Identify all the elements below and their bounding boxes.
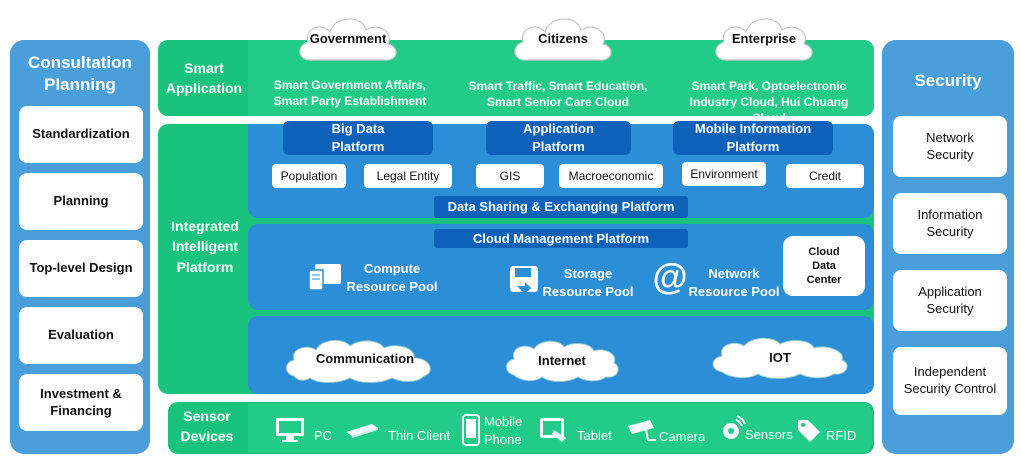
network-at-icon: @ <box>652 256 688 297</box>
enterprise-apps-text: Smart Park, Optoelectronic Industry Clou… <box>689 79 849 126</box>
network-security-box: Network Security <box>893 116 1007 177</box>
citizens-cloud-label: Citizens <box>538 31 588 46</box>
top-level-design-box: Top-level Design <box>19 240 143 297</box>
sensor-devices-label: Sensor Devices <box>180 408 234 445</box>
application-platform: Application Platform <box>486 121 631 155</box>
compute-resource-pool-label: Compute Resource Pool <box>346 261 438 294</box>
thin-client-icon <box>346 424 378 438</box>
macroeconomic-tag: Macroeconomic <box>559 164 663 188</box>
legal-entity-tag: Legal Entity <box>364 164 452 188</box>
consultation-planning-title: Consultation Planning <box>28 53 132 95</box>
storage-icon <box>510 266 538 294</box>
tablet-label: Tablet <box>577 428 612 443</box>
evaluation-box: Evaluation <box>19 307 143 364</box>
rfid-icon <box>798 420 820 442</box>
government-apps-text: Smart Government Affairs, Smart Party Es… <box>273 78 427 109</box>
enterprise-cloud-label: Enterprise <box>731 31 797 46</box>
enterprise-cloud <box>715 18 813 61</box>
iot-label: IOT <box>769 350 791 365</box>
network-resource-pool-label: Network Resource Pool <box>688 266 780 299</box>
data-sharing-platform: Data Sharing & Exchanging Platform <box>434 196 688 218</box>
application-security-box: Application Security <box>893 270 1007 331</box>
pc-label: PC <box>314 428 333 443</box>
security-panel: Security Network Security Information Se… <box>882 40 1014 454</box>
mobile-information-platform: Mobile Information Platform <box>673 121 833 155</box>
smart-application-label: Smart Application <box>165 60 243 97</box>
compute-icon <box>308 264 341 291</box>
mobile-phone-label: Mobile Phone <box>484 414 523 447</box>
government-cloud-label: Government <box>309 31 387 46</box>
camera-icon <box>628 420 656 441</box>
cloud-data-center-box: Cloud Data Center <box>783 236 865 296</box>
integrated-platform-label: Integrated Intelligent Platform <box>171 218 239 275</box>
tablet-icon <box>540 418 566 442</box>
communication-label: Communication <box>315 351 415 366</box>
rfid-label: RFID <box>826 428 857 443</box>
credit-tag: Credit <box>786 164 864 188</box>
sensors-icon <box>723 415 746 439</box>
environment-tag: Environment <box>682 162 766 186</box>
citizens-apps-text: Smart Traffic, Smart Education, Smart Se… <box>468 79 648 110</box>
information-security-box: Information Security <box>893 193 1007 254</box>
planning-box: Planning <box>19 173 143 230</box>
iot-cloud <box>712 337 848 379</box>
population-tag: Population <box>272 164 346 188</box>
independent-security-control-box: Independent Security Control <box>893 347 1007 415</box>
internet-cloud <box>506 340 619 382</box>
sensors-label: Sensors <box>745 427 793 442</box>
internet-label: Internet <box>538 353 586 368</box>
investment-financing-box: Investment & Financing <box>19 374 143 431</box>
storage-resource-pool-label: Storage Resource Pool <box>542 266 634 299</box>
cloud-management-platform: Cloud Management Platform <box>434 229 688 248</box>
mobile-phone-icon <box>462 414 480 446</box>
camera-label: Camera <box>659 429 706 444</box>
government-cloud <box>299 18 397 61</box>
big-data-platform: Big Data Platform <box>283 121 433 155</box>
consultation-planning-panel: Consultation Planning Standardization Pl… <box>10 40 150 454</box>
citizens-cloud <box>514 18 612 61</box>
security-title: Security <box>914 71 982 90</box>
pc-icon <box>276 418 304 442</box>
communication-cloud <box>286 340 431 383</box>
gis-tag: GIS <box>476 164 544 188</box>
thin-client-label: Thin Client <box>388 428 451 443</box>
standardization-box: Standardization <box>19 106 143 163</box>
